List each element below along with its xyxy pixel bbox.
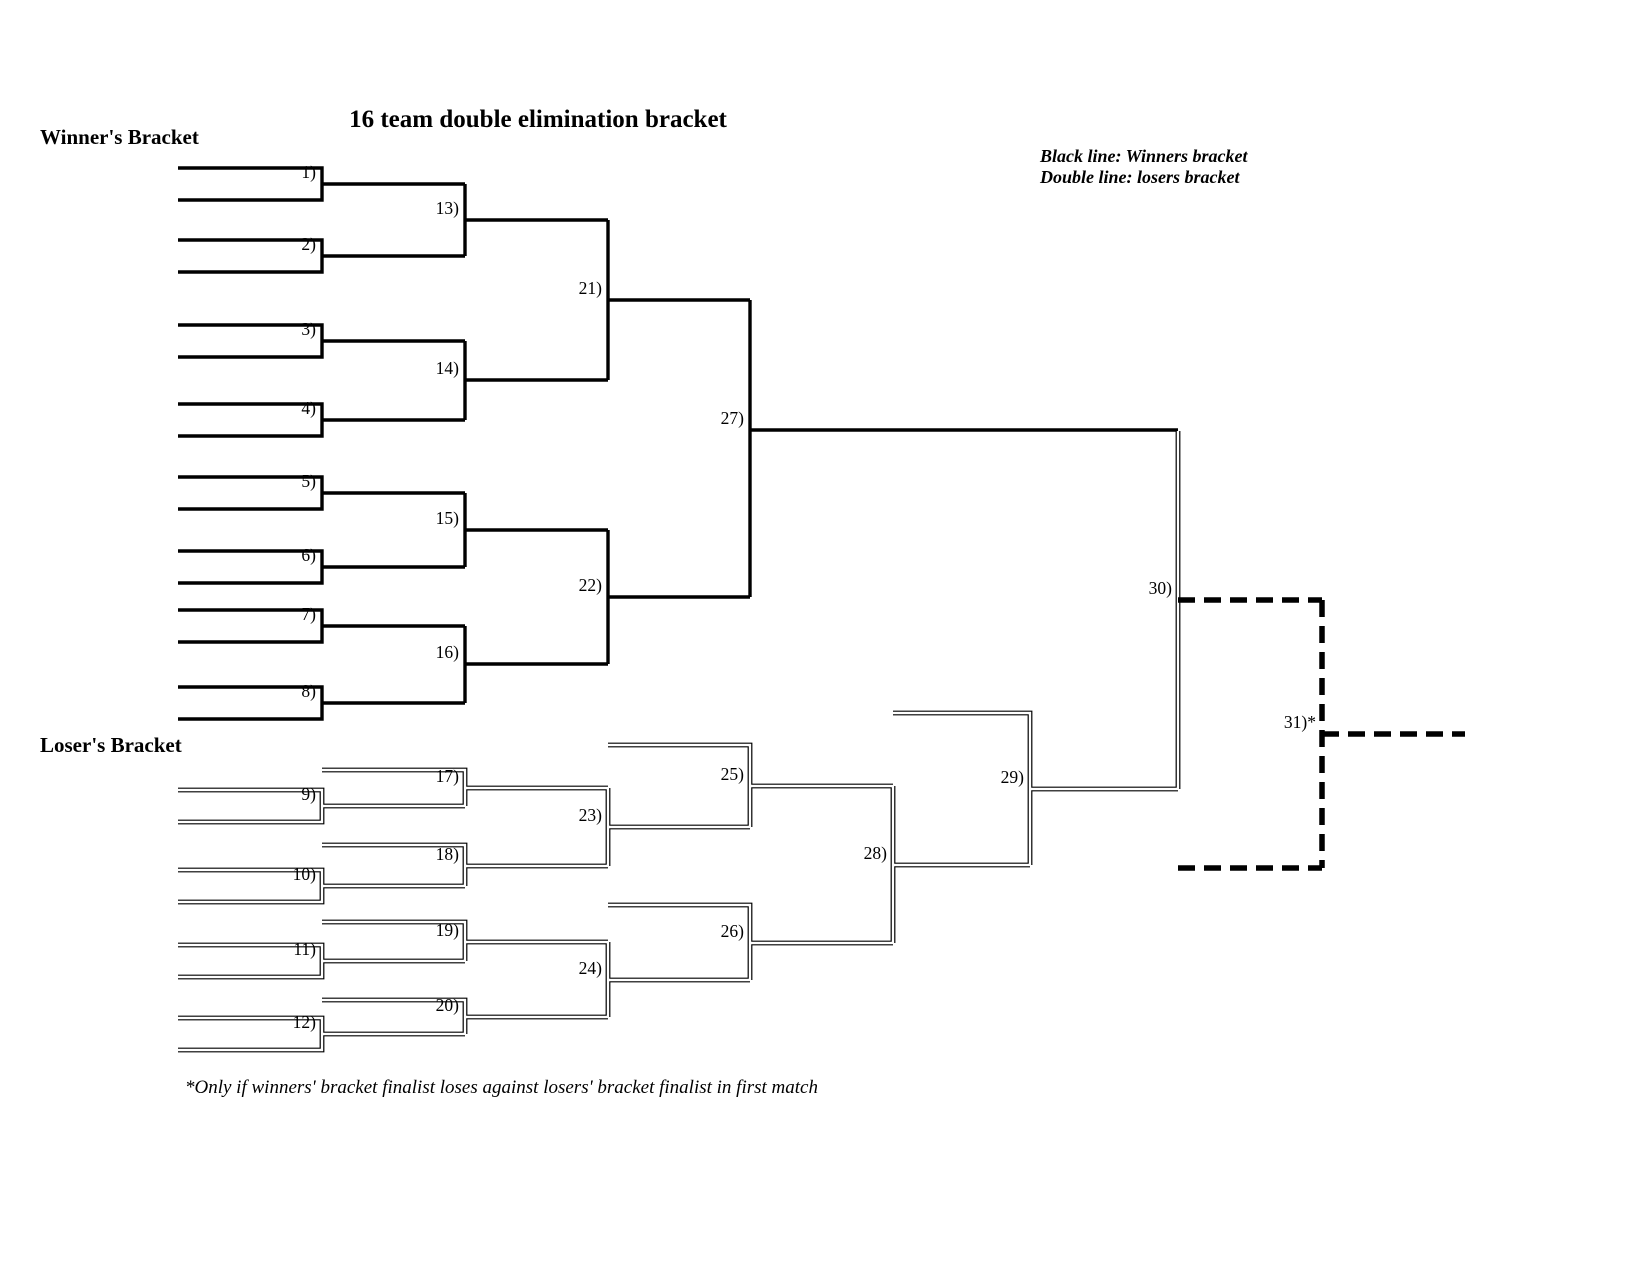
- losers-lines-outer-path: [178, 431, 1181, 1053]
- match-label-1: 1): [301, 162, 316, 182]
- match-label-26: 26): [721, 921, 745, 941]
- legend-losers-line: Double line: losers bracket: [1039, 167, 1240, 187]
- match-label-25: 25): [721, 764, 745, 784]
- match-label-31: 31)*: [1284, 712, 1316, 732]
- match-label-20: 20): [436, 995, 460, 1015]
- match-label-21: 21): [579, 278, 603, 298]
- match-label-10: 10): [293, 864, 317, 884]
- footnote: *Only if winners' bracket finalist loses…: [185, 1077, 818, 1098]
- match-label-24: 24): [579, 958, 603, 978]
- legend-winners-line: Black line: Winners bracket: [1039, 146, 1249, 166]
- match-label-13: 13): [436, 198, 460, 218]
- match-label-19: 19): [436, 920, 460, 940]
- match-label-12: 12): [293, 1012, 317, 1032]
- match-label-9: 9): [301, 784, 316, 804]
- match-label-27: 27): [721, 408, 745, 428]
- match-label-2: 2): [301, 234, 316, 254]
- match-label-16: 16): [436, 642, 460, 662]
- match-label-3: 3): [301, 319, 316, 339]
- page-title: 16 team double elimination bracket: [349, 106, 727, 133]
- match-label-18: 18): [436, 844, 460, 864]
- losers-bracket-heading: Loser's Bracket: [40, 733, 182, 757]
- match-labels: 1) 2) 3) 4) 5) 6) 7) 8) 9) 10) 11) 12) 1…: [293, 162, 1316, 1032]
- match-label-29: 29): [1001, 767, 1025, 787]
- winners-lines-path: [178, 166, 1178, 721]
- winners-bracket-heading: Winner's Bracket: [40, 125, 199, 149]
- match-label-17: 17): [436, 766, 460, 786]
- match-label-28: 28): [864, 843, 888, 863]
- match-label-11: 11): [293, 939, 316, 959]
- grand-final-dashed-lines: [1178, 597, 1465, 871]
- match-label-22: 22): [579, 575, 603, 595]
- match-label-7: 7): [301, 604, 316, 624]
- match-label-30: 30): [1149, 578, 1173, 598]
- winners-bracket-lines: [178, 166, 1178, 721]
- match-label-4: 4): [301, 398, 316, 418]
- match-label-6: 6): [301, 545, 316, 565]
- losers-lines-inner-path: [178, 431, 1180, 1052]
- losers-bracket-lines: [178, 431, 1181, 1053]
- match-label-14: 14): [436, 358, 460, 378]
- dashed-lines-path: [1178, 597, 1465, 871]
- match-label-23: 23): [579, 805, 603, 825]
- match-label-15: 15): [436, 508, 460, 528]
- match-label-8: 8): [301, 681, 316, 701]
- match-label-5: 5): [301, 471, 316, 491]
